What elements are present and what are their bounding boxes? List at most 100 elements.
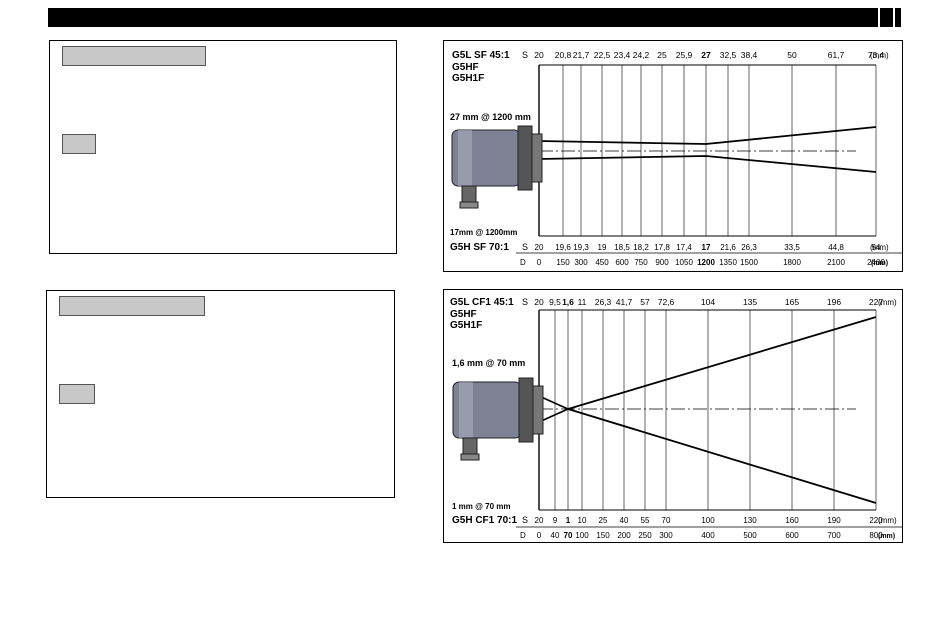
spot-size-label-bottom: S <box>522 515 528 525</box>
spot-size-bottom-label: 19,3 <box>573 243 589 252</box>
beam-lower-edge <box>538 155 877 173</box>
spot-size-bottom-label: 55 <box>641 516 650 525</box>
spot-size-top-label: 32,5 <box>720 50 737 60</box>
spot-size-bottom-label: 160 <box>785 516 799 525</box>
text-panel-top <box>49 40 397 254</box>
focus-annotation-bottom: 17mm @ 1200mm <box>450 228 517 237</box>
spot-size-label-bottom: S <box>522 242 528 252</box>
spot-size-bottom-label: 25 <box>599 516 608 525</box>
focus-annotation-top: 27 mm @ 1200 mm <box>450 112 531 122</box>
optics-diagram-cf1: G5L CF1 45:1 G5HF G5H1F S (mm) 1,6 mm @ … <box>443 289 903 543</box>
spot-size-top-label: 50 <box>787 50 797 60</box>
label-placeholder <box>59 384 95 404</box>
spot-size-top-label: 25 <box>657 50 667 60</box>
distance-tick-label: 400 <box>701 531 715 540</box>
distance-tick-label: 100 <box>575 531 589 540</box>
distance-tick-label: 700 <box>827 531 841 540</box>
spot-size-bottom-label: 220 <box>869 516 883 525</box>
distance-tick-label: 500 <box>743 531 757 540</box>
spot-size-top-label: 20 <box>534 297 544 307</box>
beam-upper-converging <box>538 395 569 410</box>
spot-size-bottom-label: 100 <box>701 516 715 525</box>
spot-size-top-label: 73,4 <box>868 50 885 60</box>
distance-tick-label: 600 <box>615 258 629 267</box>
spot-size-top-label: 21,7 <box>573 50 590 60</box>
distance-tick-label: 1500 <box>740 258 758 267</box>
heading-placeholder <box>62 46 206 66</box>
distance-tick-label: 300 <box>659 531 673 540</box>
distance-tick-label: 1050 <box>675 258 693 267</box>
spot-size-top-label: 24,2 <box>633 50 650 60</box>
spot-unit-label-bottom: (mm) <box>870 243 889 252</box>
beam-lower-diverging <box>567 408 877 504</box>
spot-size-top-label: 22,5 <box>594 50 611 60</box>
model-label-top-2: G5HF <box>452 62 479 73</box>
distance-tick-label: 800 <box>869 531 883 540</box>
spot-size-bottom-label: 70 <box>662 516 671 525</box>
spot-size-top-label: 20,8 <box>555 50 572 60</box>
spot-size-label: S <box>522 297 528 307</box>
spot-size-top-label: 25,9 <box>676 50 693 60</box>
model-label-top-3: G5H1F <box>450 320 482 331</box>
spot-size-bottom-label: 17,8 <box>654 243 670 252</box>
distance-unit-label: (mm) <box>878 533 895 540</box>
distance-tick-label: 750 <box>634 258 648 267</box>
distance-tick-label: 600 <box>785 531 799 540</box>
distance-unit-label: (mm) <box>871 260 888 267</box>
distance-tick-label: 1800 <box>783 258 801 267</box>
distance-tick-label: 900 <box>655 258 669 267</box>
distance-tick-label: 0 <box>537 531 542 540</box>
distance-tick-label: 2100 <box>827 258 845 267</box>
spot-size-label: S <box>522 50 528 60</box>
distance-tick-label: 150 <box>556 258 570 267</box>
spot-size-top-label: 196 <box>827 297 841 307</box>
text-panel-bottom <box>46 290 395 498</box>
spot-unit-label: (mm) <box>878 298 897 307</box>
spot-size-top-label: 72,6 <box>658 297 675 307</box>
distance-tick-label: 40 <box>551 531 560 540</box>
model-label-top-3: G5H1F <box>452 73 484 84</box>
spot-size-bottom-label: 1 <box>566 516 571 525</box>
spot-size-top-label: 23,4 <box>614 50 631 60</box>
spot-size-bottom-label: 20 <box>535 516 544 525</box>
model-label-bottom: G5H SF 70:1 <box>450 242 509 253</box>
header-divider <box>893 8 895 27</box>
spot-size-top-label: 38,4 <box>741 50 758 60</box>
spot-size-top-label: 20 <box>534 50 544 60</box>
spot-size-top-label: 165 <box>785 297 799 307</box>
spot-size-bottom-label: 19,6 <box>555 243 571 252</box>
spot-size-top-label: 27 <box>701 50 711 60</box>
spot-unit-label: (mm) <box>870 51 889 60</box>
focus-annotation-top: 1,6 mm @ 70 mm <box>452 358 525 368</box>
heading-placeholder <box>59 296 205 316</box>
beam-upper-diverging <box>567 316 877 410</box>
spot-size-bottom-label: 19 <box>598 243 607 252</box>
spot-size-bottom-label: 54 <box>872 243 881 252</box>
distance-label: D <box>520 258 526 267</box>
distance-tick-label: 300 <box>574 258 588 267</box>
spot-size-bottom-label: 18,2 <box>633 243 649 252</box>
model-label-bottom: G5H CF1 70:1 <box>452 515 517 526</box>
spot-size-bottom-label: 18,5 <box>614 243 630 252</box>
distance-tick-label: 1200 <box>697 258 715 267</box>
model-label-top-2: G5HF <box>450 309 477 320</box>
distance-tick-label: 2400 <box>867 258 885 267</box>
spot-size-bottom-label: 190 <box>827 516 841 525</box>
label-placeholder <box>62 134 96 154</box>
spot-size-top-label: 57 <box>640 297 650 307</box>
spot-size-bottom-label: 9 <box>553 516 558 525</box>
spot-size-bottom-label: 44,8 <box>828 243 844 252</box>
model-label-top-1: G5L SF 45:1 <box>452 50 510 61</box>
optics-diagram-sf-svg: G5L SF 45:1 G5HF G5H1F S (mm) 27 mm @ 12… <box>450 50 902 267</box>
spot-size-top-label: 104 <box>701 297 715 307</box>
spot-size-bottom-label: 26,3 <box>741 243 757 252</box>
optics-diagram-cf1-svg: G5L CF1 45:1 G5HF G5H1F S (mm) 1,6 mm @ … <box>450 297 902 540</box>
header-bar <box>48 8 901 27</box>
spot-size-bottom-label: 33,5 <box>784 243 800 252</box>
spot-size-top-label: 41,7 <box>616 297 633 307</box>
distance-tick-label: 70 <box>564 531 573 540</box>
spot-size-top-label: 1,6 <box>562 297 574 307</box>
focus-annotation-bottom: 1 mm @ 70 mm <box>452 502 511 511</box>
distance-tick-label: 0 <box>537 258 542 267</box>
header-divider <box>878 8 880 27</box>
